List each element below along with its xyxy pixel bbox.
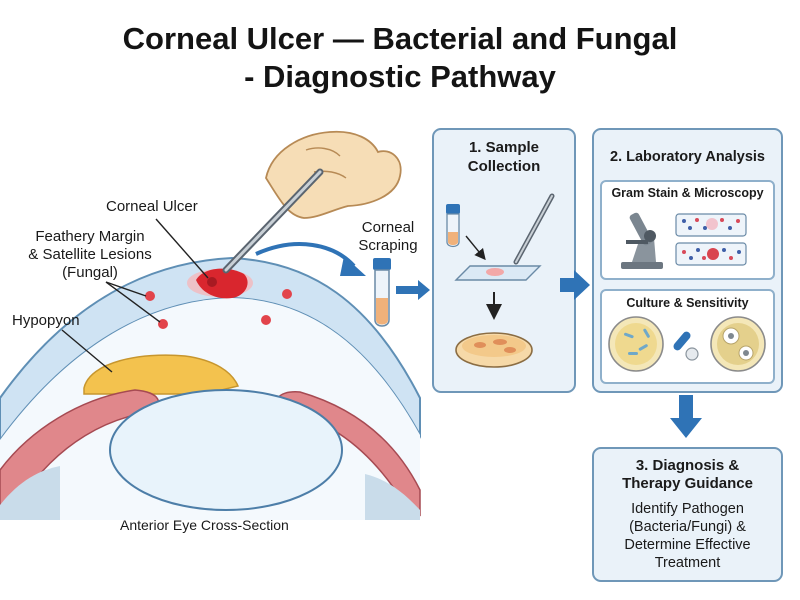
feathery-margin-label: Feathery Margin & Satellite Lesions (Fun…	[14, 228, 166, 282]
slide-icon	[454, 265, 542, 281]
satellite-lesion	[145, 291, 155, 301]
gram-stain-title: Gram Stain & Microscopy	[611, 186, 764, 200]
test-tube-icon	[373, 258, 391, 327]
diagram-title: Corneal Ulcer — Bacterial and Fungal - D…	[0, 20, 800, 96]
culture-sensitivity-title: Culture & Sensitivity	[626, 296, 749, 310]
satellite-lesion	[158, 319, 168, 329]
slide-gram-negative	[675, 242, 747, 266]
microscope-icon	[621, 212, 663, 269]
sample-title-line-1: 1. Sample	[468, 139, 540, 156]
satellite-lesion	[261, 315, 271, 325]
satellite-lesion	[282, 289, 292, 299]
eye-cross-section	[0, 256, 421, 520]
diag-title-line-2: Therapy Guidance	[622, 475, 753, 492]
feathery-leader-2	[105, 281, 161, 323]
petri-dish-icon	[455, 332, 533, 368]
corneal-ulcer-label: Corneal Ulcer	[106, 198, 198, 215]
diagnosis-therapy-title: 3. Diagnosis & Therapy Guidance	[592, 457, 783, 493]
diag-text-line-3: Determine Effective	[624, 537, 751, 553]
antibiotic-disc-icon	[673, 331, 699, 361]
culture-plate-sensitivity	[710, 316, 766, 372]
flow-arrow-1	[396, 280, 430, 300]
diag-text-line-2: (Bacteria/Fungi) &	[629, 519, 746, 535]
slide-gram-positive	[675, 213, 747, 237]
lens	[109, 389, 343, 511]
diag-text-line-4: Treatment	[654, 555, 721, 571]
ulcer-lesion	[187, 268, 253, 299]
vial-pointer	[465, 235, 486, 261]
hypopyon-leader	[61, 329, 113, 373]
laboratory-analysis-title: 2. Laboratory Analysis	[610, 149, 765, 165]
flow-arrow-2	[560, 270, 590, 300]
feathery-line-1: Feathery Margin	[35, 228, 145, 245]
title-line-1: Corneal Ulcer — Bacterial and Fungal	[122, 21, 678, 56]
scalpel-icon	[513, 193, 555, 265]
cross-section-caption: Anterior Eye Cross-Section	[120, 517, 289, 533]
corneal-scraping-label: Corneal Scraping	[350, 219, 426, 255]
ulcer-leader	[155, 218, 209, 279]
hypopyon-label: Hypopyon	[12, 312, 80, 329]
title-line-2: - Diagnostic Pathway	[244, 59, 556, 94]
diagnosis-therapy-text: Identify Pathogen (Bacteria/Fungi) & Det…	[592, 500, 783, 572]
diag-text-line-1: Identify Pathogen	[631, 501, 744, 517]
diagnosis-therapy-box	[592, 447, 783, 582]
feathery-line-3: (Fungal)	[62, 264, 118, 281]
sample-title-line-2: Collection	[467, 158, 541, 175]
spatula-icon	[222, 168, 324, 274]
culture-plate-bacterial	[608, 316, 664, 372]
feathery-line-2: & Satellite Lesions	[28, 246, 152, 263]
sclera-right	[365, 474, 420, 520]
diag-title-line-1: 3. Diagnosis &	[635, 457, 740, 474]
feathery-leader-1	[105, 281, 147, 297]
corneal-scraping-line-2: Scraping	[358, 237, 418, 254]
flow-arrow-3	[670, 395, 702, 438]
sample-collection-title: 1. Sample Collection	[432, 138, 576, 176]
sclera-left	[0, 466, 60, 520]
hypopyon	[83, 354, 240, 395]
corneal-scraping-line-1: Corneal	[361, 219, 415, 236]
vial-icon	[446, 204, 460, 248]
